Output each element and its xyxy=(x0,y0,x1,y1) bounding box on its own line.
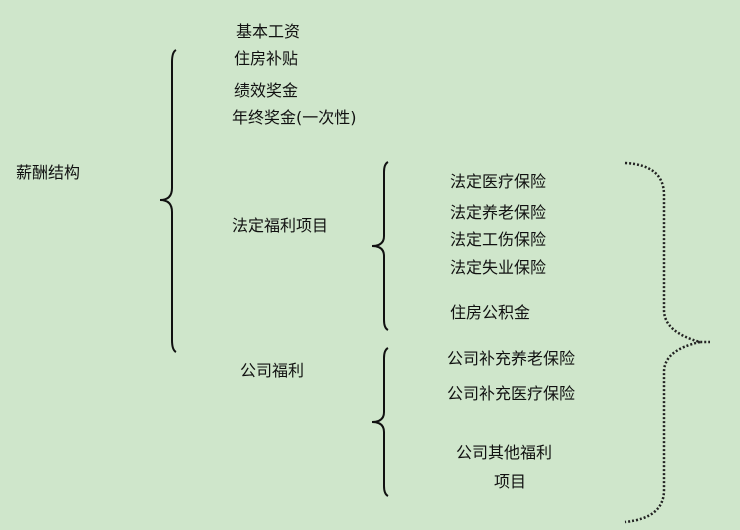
cash-item: 基本工资 xyxy=(236,22,301,41)
root-brace xyxy=(159,49,177,353)
dotted-right-brace xyxy=(624,161,710,524)
cash-item: 住房补贴 xyxy=(234,49,299,68)
statutory-item: 住房公积金 xyxy=(450,303,531,322)
company-item: 公司补充医疗保险 xyxy=(447,384,576,403)
root-label: 薪酬结构 xyxy=(16,163,81,182)
statutory-item: 法定失业保险 xyxy=(450,258,547,277)
statutory-label: 法定福利项目 xyxy=(232,216,329,235)
company-label: 公司福利 xyxy=(240,361,305,380)
company-brace xyxy=(371,347,389,497)
statutory-item: 法定养老保险 xyxy=(450,203,547,222)
company-item: 公司其他福利 xyxy=(456,443,553,462)
cash-item: 年终奖金(一次性) xyxy=(232,108,357,127)
company-item: 项目 xyxy=(494,472,527,491)
statutory-item: 法定工伤保险 xyxy=(450,230,547,249)
statutory-item: 法定医疗保险 xyxy=(450,172,547,191)
company-item: 公司补充养老保险 xyxy=(447,349,576,368)
statutory-brace xyxy=(371,161,389,331)
cash-item: 绩效奖金 xyxy=(234,81,299,100)
